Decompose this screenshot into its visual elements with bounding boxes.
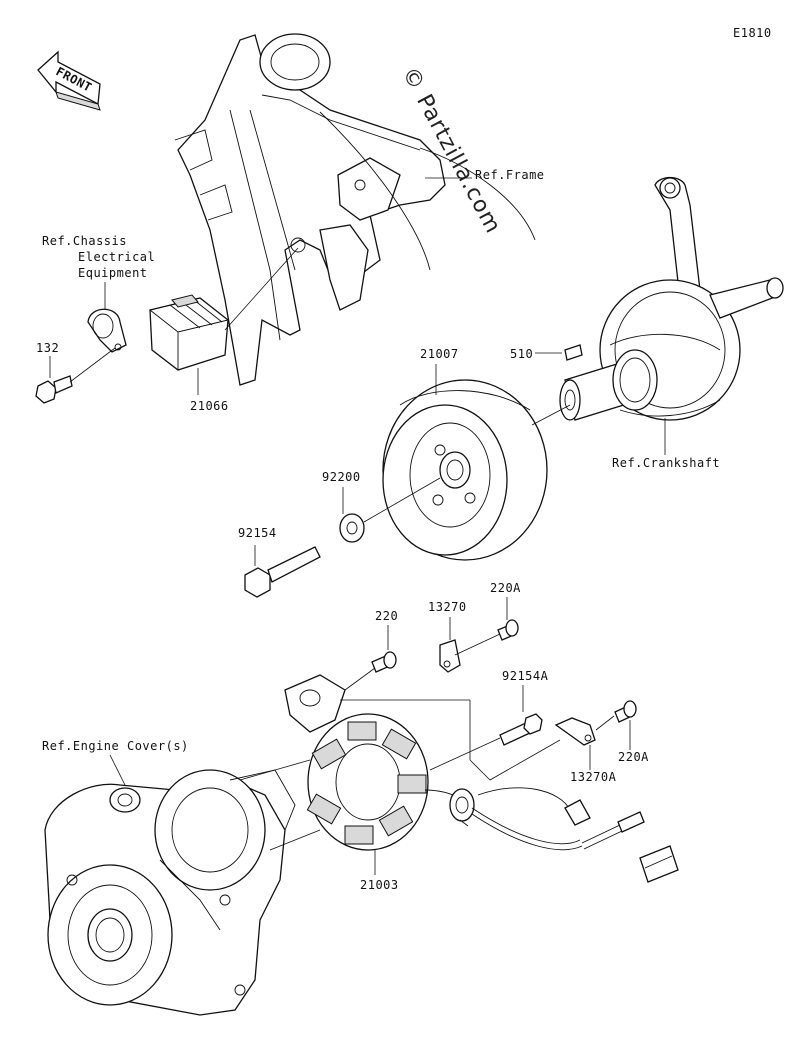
ref-crankshaft-label: Ref.Crankshaft — [612, 456, 720, 470]
rotor-21007-part — [382, 379, 548, 561]
crankshaft-part — [559, 176, 784, 421]
ref-chassis-label-1: Ref.Chassis — [42, 234, 127, 248]
stator-21003-part — [306, 713, 471, 851]
part-number-13270: 13270 — [428, 600, 467, 614]
part-number-92154a: 92154A — [502, 669, 549, 683]
part-number-92154: 92154 — [238, 526, 277, 540]
part-number-220a-side: 220A — [618, 750, 649, 764]
pickup-coil-part — [284, 674, 346, 733]
regulator-21066-part — [149, 294, 229, 371]
part-number-92200: 92200 — [322, 470, 361, 484]
bolt-92154a-part — [499, 713, 543, 746]
screw-220-part — [371, 651, 397, 673]
screw-220a-top-part — [497, 619, 519, 641]
bolt-92154-part — [244, 546, 321, 598]
part-number-13270a: 13270A — [570, 770, 617, 784]
screw-220a-side-part — [614, 700, 637, 723]
clamp-part — [87, 308, 127, 353]
clamp-13270a-part — [554, 717, 596, 746]
part-number-21007: 21007 — [420, 347, 459, 361]
part-number-510: 510 — [510, 347, 533, 361]
wire-harness-part — [449, 787, 679, 883]
clamp-13270-part — [439, 639, 461, 673]
part-number-21003: 21003 — [360, 878, 399, 892]
bolt-132-part — [35, 375, 73, 404]
part-number-132: 132 — [36, 341, 59, 355]
frame-illustration — [174, 33, 536, 386]
part-number-21066: 21066 — [190, 399, 229, 413]
part-number-220: 220 — [375, 609, 398, 623]
front-arrow-icon: FRONT — [37, 50, 101, 111]
ref-chassis-label-2: Electrical — [78, 250, 155, 264]
ref-chassis-label-3: Equipment — [78, 266, 148, 280]
washer-92200-part — [339, 513, 365, 543]
diagram-id: E1810 — [733, 26, 772, 40]
part-number-220a-top: 220A — [490, 581, 521, 595]
ref-engine-cover-label: Ref.Engine Cover(s) — [42, 739, 189, 753]
engine-cover-part — [44, 769, 296, 1016]
woodruff-key-510-part — [564, 344, 583, 361]
ref-frame-label: Ref.Frame — [475, 168, 545, 182]
